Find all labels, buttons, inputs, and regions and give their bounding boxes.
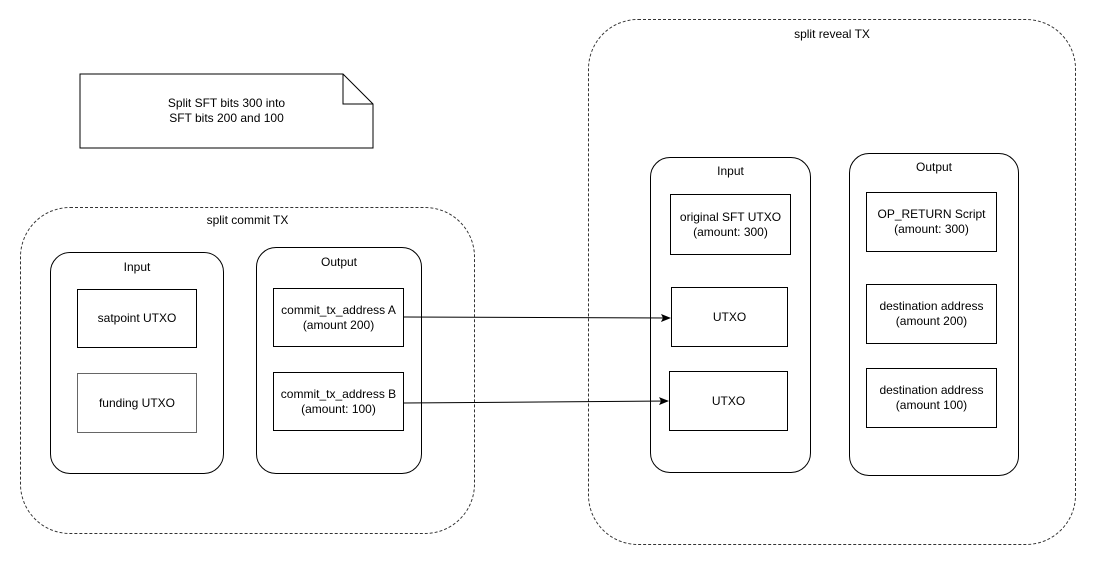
commit-address-a-box: commit_tx_address A (amount 200) — [273, 288, 404, 347]
original-sft-utxo-box: original SFT UTXO (amount: 300) — [670, 194, 791, 255]
reveal-input-title: Input — [717, 164, 744, 178]
reveal-output-title: Output — [915, 160, 953, 174]
commit-input-title: Input — [123, 260, 151, 274]
destination-address-a-box: destination address (amount 200) — [866, 284, 997, 344]
note-text: Split SFT bits 300 into SFT bits 200 and… — [167, 96, 286, 125]
reveal-utxo-1-box: UTXO — [671, 287, 788, 347]
satpoint-utxo-box: satpoint UTXO — [77, 289, 197, 348]
commit-output-panel — [256, 247, 422, 474]
reveal-tx-group — [588, 19, 1076, 545]
commit-tx-group — [20, 207, 475, 534]
note: Split SFT bits 300 into SFT bits 200 and… — [80, 74, 373, 148]
reveal-tx-title: split reveal TX — [794, 27, 870, 41]
destination-address-b-box: destination address (amount 100) — [866, 368, 997, 428]
commit-input-panel — [50, 252, 224, 474]
commit-output-title: Output — [320, 255, 358, 269]
commit-tx-title: split commit TX — [206, 213, 289, 227]
reveal-utxo-2-box: UTXO — [669, 371, 788, 431]
funding-utxo-box: funding UTXO — [77, 373, 197, 433]
op-return-script-box: OP_RETURN Script (amount: 300) — [866, 192, 997, 252]
commit-address-b-box: commit_tx_address B (amount: 100) — [273, 372, 404, 431]
